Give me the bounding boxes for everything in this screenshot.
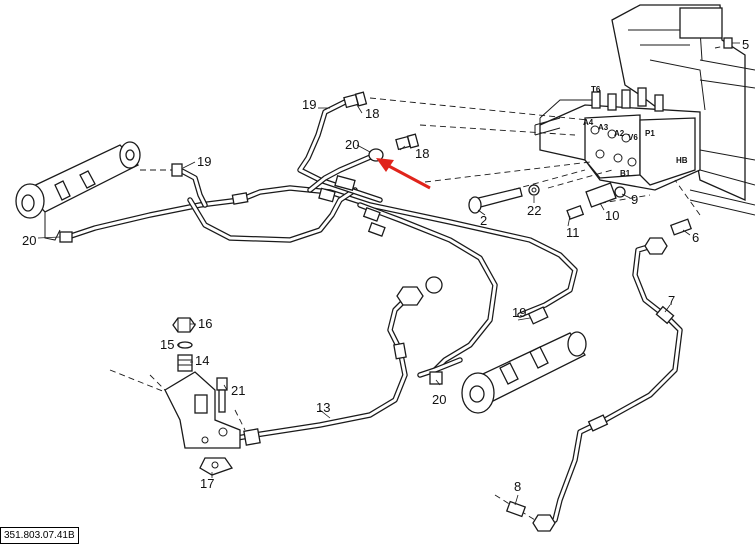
callout-7: 7: [668, 293, 675, 308]
left-hydraulic-cylinder: [15, 141, 141, 241]
callout-8: 8: [514, 479, 521, 494]
callout-18-mid: 18: [415, 146, 429, 161]
port-v6: V6: [628, 133, 638, 142]
callout-10: 10: [605, 208, 619, 223]
port-a3: A3: [598, 123, 609, 132]
right-hydraulic-cylinder: [461, 331, 587, 414]
valve-port-labels: T6 A4 A3 A2 V6 P1 B1 HB: [583, 85, 688, 178]
callout-5: 5: [742, 37, 749, 52]
port-a4: A4: [583, 118, 594, 127]
callout-15: 15: [160, 337, 174, 352]
port-b1: B1: [620, 169, 631, 178]
callout-19-top: 19: [302, 97, 316, 112]
callout-20-left: 20: [22, 233, 36, 248]
port-a2: A2: [614, 129, 625, 138]
callout-13: 13: [316, 400, 330, 415]
callout-11: 11: [566, 225, 580, 240]
callout-14: 14: [195, 353, 209, 368]
callout-22: 22: [527, 203, 541, 218]
frame-beams: [534, 117, 755, 216]
callout-labels: 19 18 20 18 19 20 2 22 11 10 9 6 7 5 16 …: [22, 37, 749, 494]
red-arrow: [376, 158, 431, 190]
callout-6: 6: [692, 230, 699, 245]
callout-18-top: 18: [365, 106, 379, 121]
callout-19-left: 19: [197, 154, 211, 169]
bracket-assembly: [164, 317, 241, 476]
hydraulic-pipes: [62, 99, 683, 528]
callout-19-lower: 19: [512, 305, 526, 320]
port-hb: HB: [676, 156, 688, 165]
callout-9: 9: [631, 192, 638, 207]
callout-16: 16: [198, 316, 212, 331]
valve-block-assembly: [539, 4, 755, 202]
pipe-fittings: [59, 37, 733, 532]
callout-21: 21: [231, 383, 245, 398]
port-p1: P1: [645, 129, 655, 138]
reference-code: 351.803.07.41B: [0, 527, 79, 544]
callout-2: 2: [480, 213, 487, 228]
callout-20-lower: 20: [432, 392, 446, 407]
callout-17: 17: [200, 476, 214, 491]
callout-20-top: 20: [345, 137, 359, 152]
port-t6: T6: [591, 85, 601, 94]
leader-lines: [37, 42, 740, 506]
